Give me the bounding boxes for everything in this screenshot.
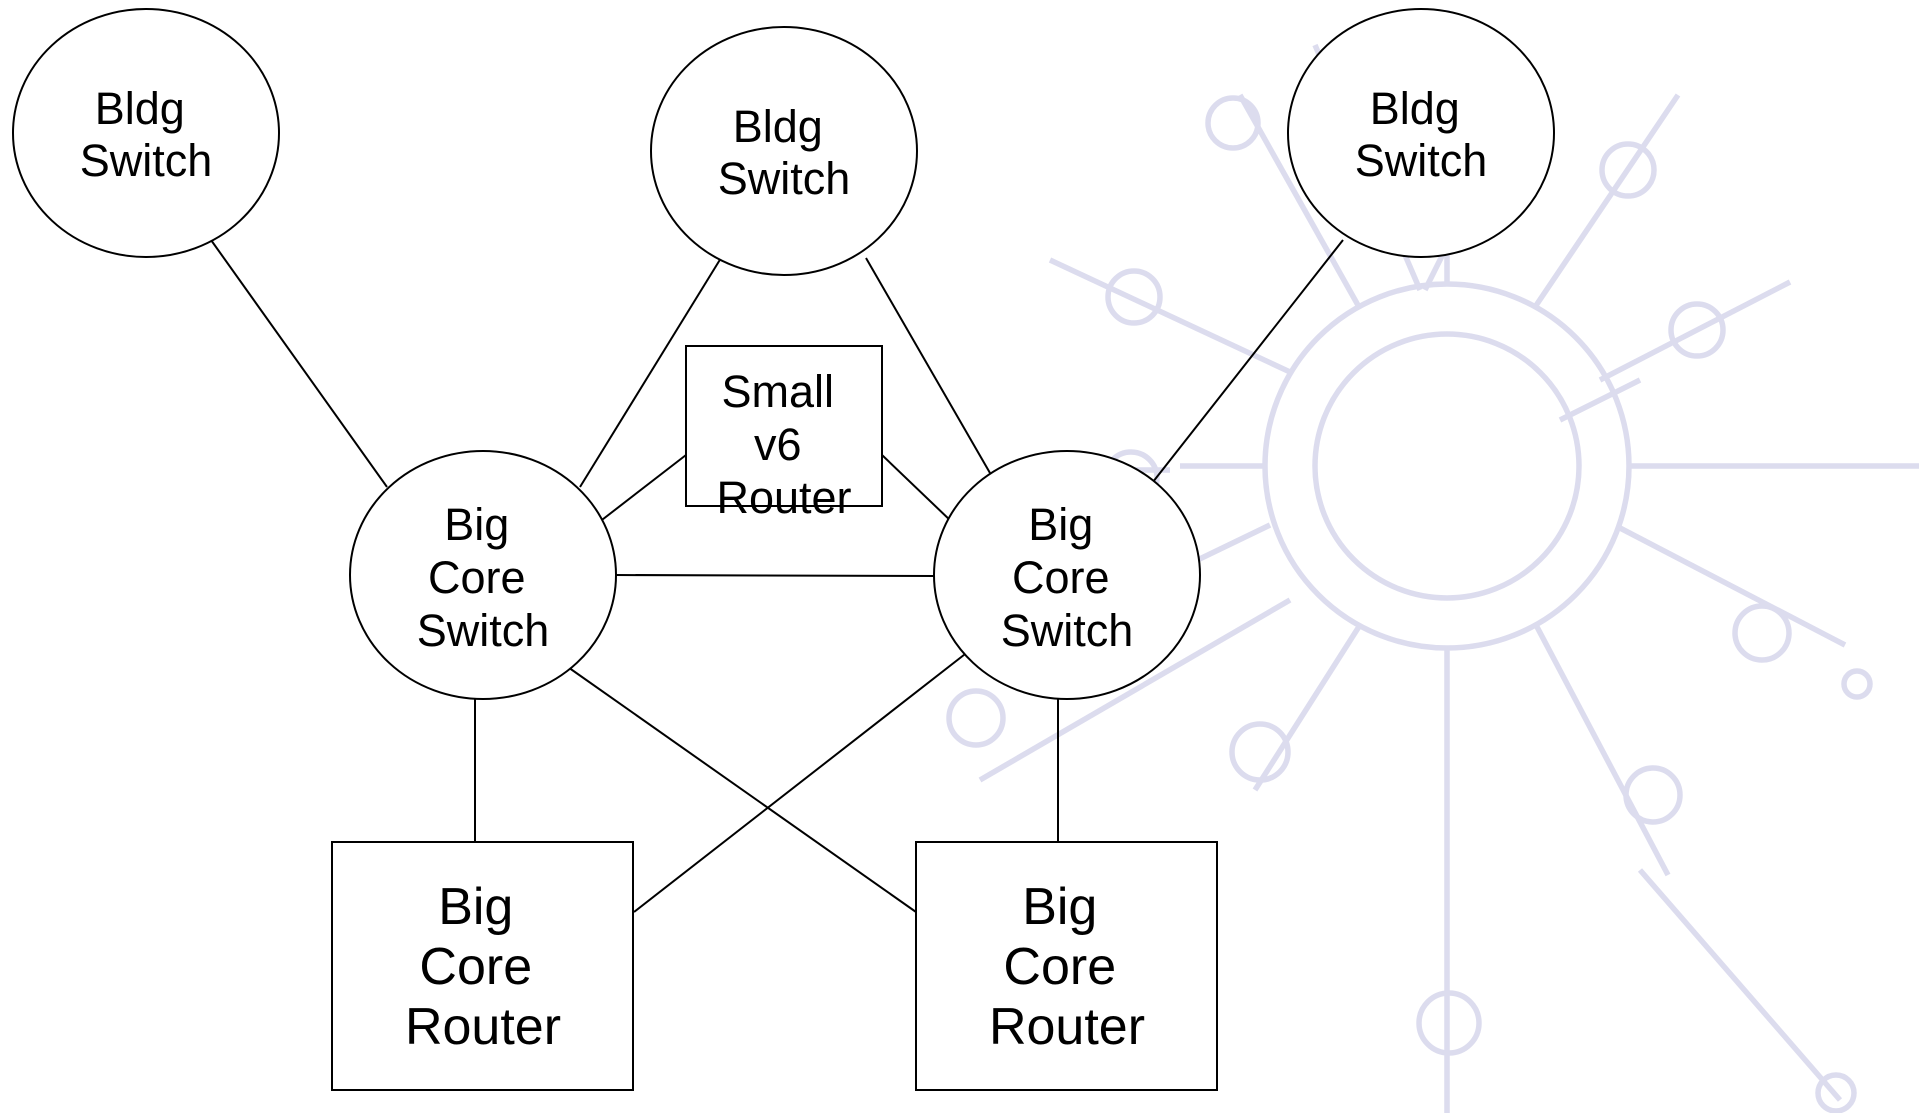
connections xyxy=(210,239,1344,913)
big-core-switch-left: Big Core Switch xyxy=(349,450,617,700)
bldg-switch-right-label: Bldg Switch xyxy=(1355,83,1488,186)
big-core-router-left: Big Core Router xyxy=(331,841,634,1091)
edge-bldg-right-to-core-switch-right xyxy=(1148,239,1344,488)
small-v6-router-label: Small v6 Router xyxy=(716,366,851,523)
edge-bldg-middle-to-core-switch-right xyxy=(865,257,991,474)
big-core-switch-left-label: Big Core Switch xyxy=(417,499,550,656)
small-v6-router: Small v6 Router xyxy=(685,345,883,523)
big-core-switch-right-label: Big Core Switch xyxy=(1001,499,1134,656)
big-core-router-right: Big Core Router xyxy=(915,841,1218,1091)
bldg-switch-left: Bldg Switch xyxy=(12,8,280,258)
bldg-switch-middle-label: Bldg Switch xyxy=(718,101,851,204)
bldg-switch-left-label: Bldg Switch xyxy=(80,83,213,186)
big-core-router-left-label: Big Core Router xyxy=(405,878,561,1056)
edge-core-switch-left-to-core-router-right xyxy=(564,664,917,913)
bldg-switch-right: Bldg Switch xyxy=(1287,8,1555,258)
edge-v6-router-to-core-switch-left xyxy=(597,454,687,524)
edge-v6-router-to-core-switch-right xyxy=(881,454,954,524)
edge-bldg-middle-to-core-switch-left xyxy=(579,257,722,488)
bldg-switch-middle: Bldg Switch xyxy=(650,26,918,276)
edge-core-switch-left-to-core-switch-right xyxy=(614,574,936,577)
big-core-switch-right: Big Core Switch xyxy=(933,450,1201,700)
edge-core-switch-right-to-core-router-left xyxy=(633,650,970,913)
edge-bldg-left-to-core-switch-left xyxy=(210,239,388,488)
big-core-router-right-label: Big Core Router xyxy=(989,878,1145,1056)
